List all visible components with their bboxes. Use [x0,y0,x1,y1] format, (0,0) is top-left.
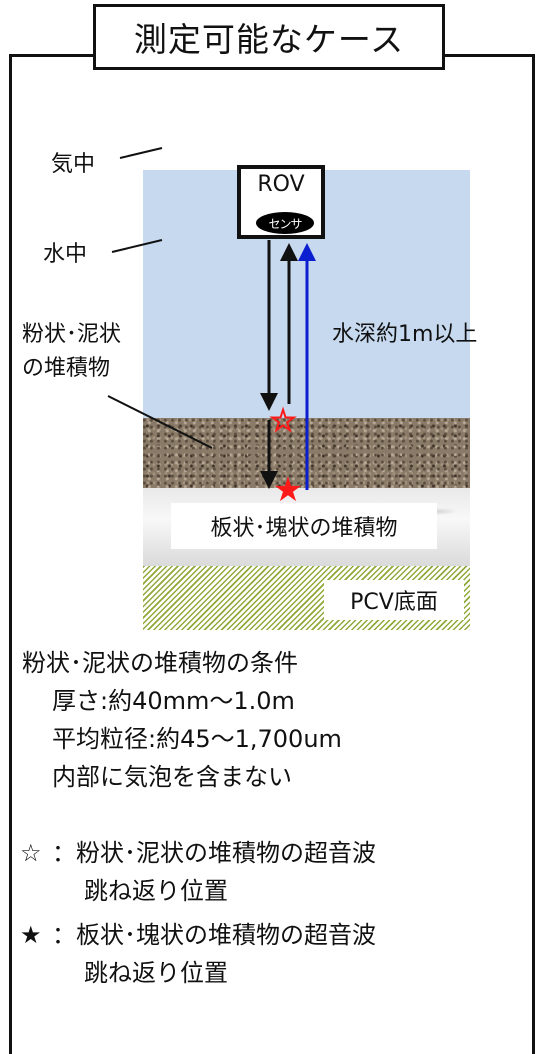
legend-hollow-star-text-line2: 跳ね返り位置 [84,877,228,905]
air-leader-line [119,147,163,159]
condition-grain-size: 平均粒径:約45～1,700um [52,725,342,753]
legend-filled-star-icon: ★ [20,921,42,949]
legend-filled-star-text-line2: 跳ね返り位置 [84,959,228,987]
powder-leader-line [107,395,213,449]
depth-label: 水深約1m以上 [332,322,478,347]
powder-label-line2: の堆積物 [22,356,111,381]
condition-no-bubbles: 内部に気泡を含まない [52,763,292,791]
rov-label: ROV [257,172,305,197]
plate-sediment-label: 板状･塊状の堆積物 [171,503,437,549]
powder-reflection-star-icon: ★ [270,404,295,437]
air-zone [143,128,470,170]
condition-thickness: 厚さ:約40mm～1.0m [52,687,295,715]
plate-reflection-star-icon: ★ [273,470,303,510]
legend-hollow-star-icon: ☆ [20,839,42,867]
powder-label-line1: 粉状･泥状 [22,322,122,347]
water-label: 水中 [43,242,88,267]
air-label: 気中 [51,152,96,177]
pcv-floor-label: PCV底面 [324,580,464,620]
water-leader-line [111,239,163,253]
legend-filled-star-text-line1: ：板状･塊状の堆積物の超音波 [52,921,376,949]
sensor-label: センサ [256,212,314,234]
diagram-arrows: ★ ★ [107,147,316,510]
conditions-heading: 粉状･泥状の堆積物の条件 [22,649,298,677]
legend-hollow-star-text-line1: ：粉状･泥状の堆積物の超音波 [52,839,376,867]
page-title: 測定可能なケース [93,4,445,70]
